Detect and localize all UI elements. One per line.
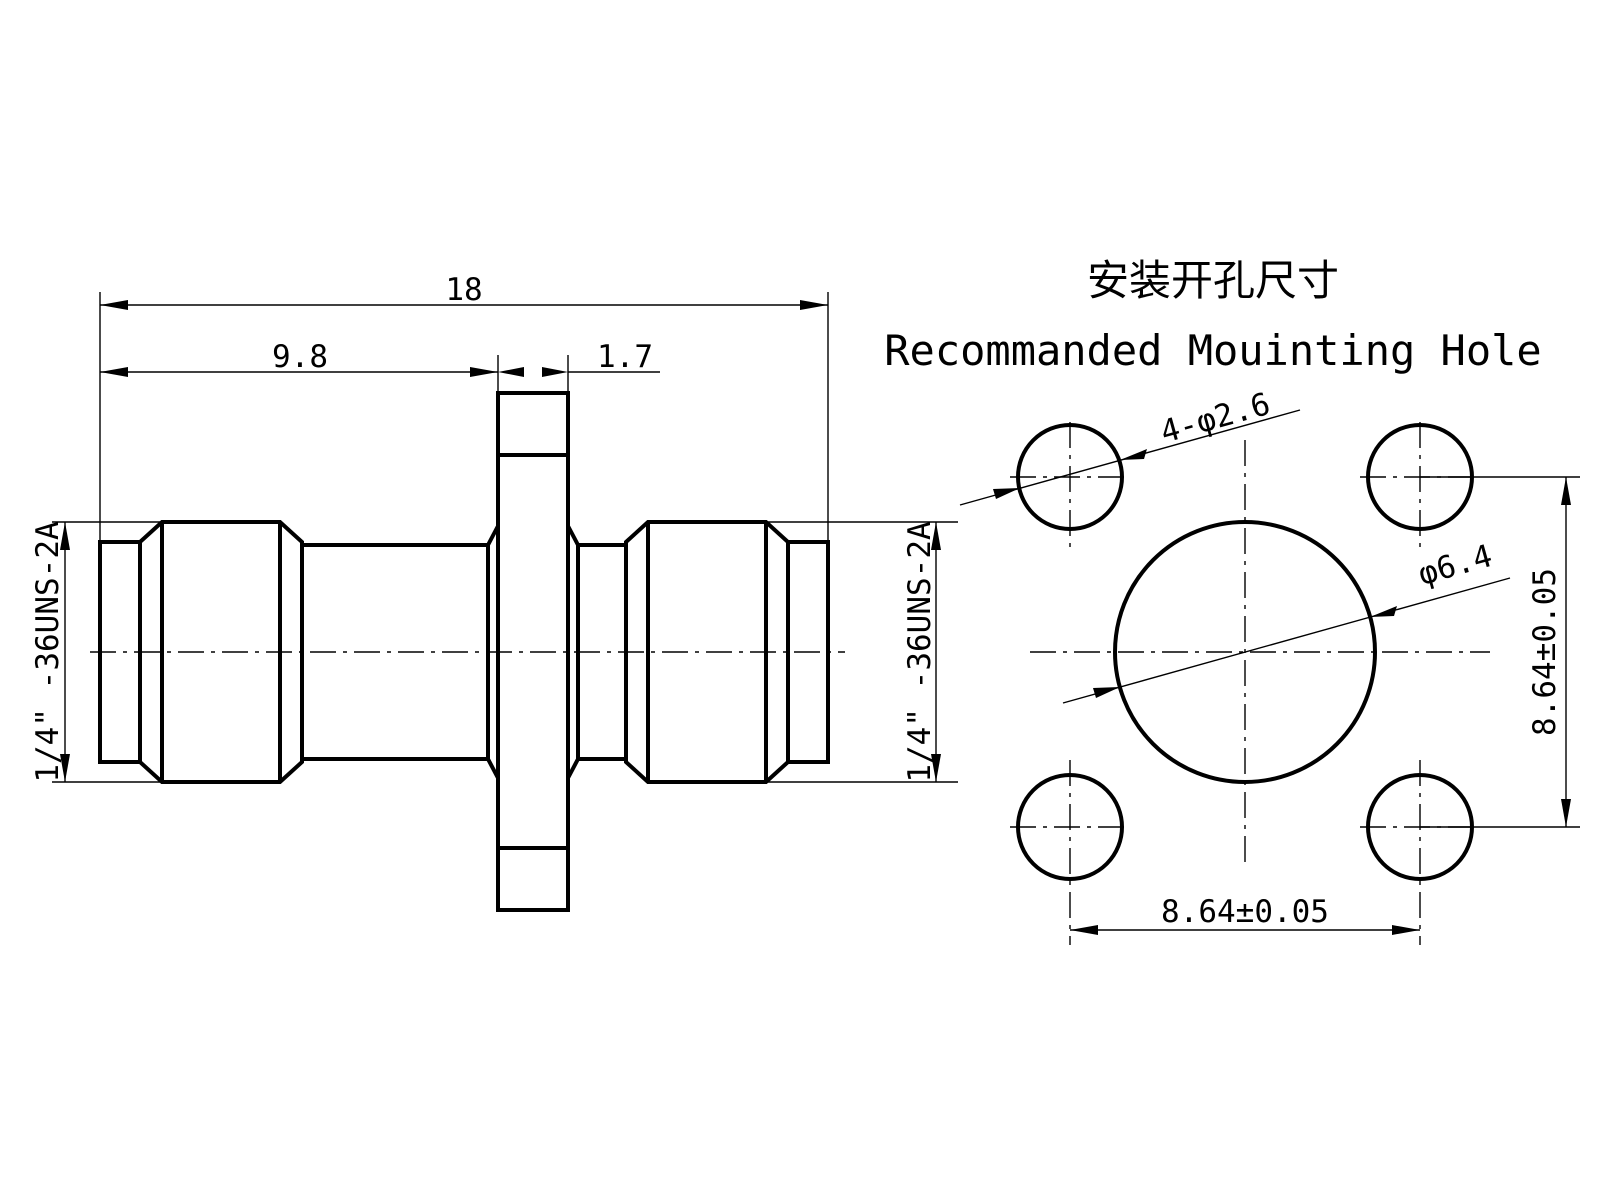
center-hole-label: φ6.4 — [1415, 538, 1497, 593]
dim-small-holes: 4-φ2.6 — [959, 386, 1301, 506]
dim-right-thread: 1/4" -36UNS-2A — [766, 521, 958, 783]
dim-horizontal-spacing: 8.64±0.05 — [1070, 894, 1420, 935]
flange-thickness-label: 1.7 — [597, 339, 653, 375]
small-hole-bottom-left — [1010, 760, 1128, 945]
small-holes-label: 4-φ2.6 — [1157, 386, 1275, 451]
overall-length-label: 18 — [445, 272, 482, 308]
mounting-title-en: Recommanded Mouinting Hole — [884, 326, 1541, 375]
left-thread-label: 1/4" -36UNS-2A — [30, 521, 66, 783]
center-hole — [1113, 520, 1377, 784]
mounting-hole-pattern — [1010, 422, 1490, 945]
small-hole-top-right — [1360, 422, 1480, 550]
right-thread-label: 1/4" -36UNS-2A — [902, 521, 938, 783]
dim-left-body-and-flange: 9.8 1.7 — [100, 339, 660, 393]
dim-overall-length: 18 — [99, 272, 829, 540]
mounting-title-cn: 安装开孔尺寸 — [1087, 256, 1339, 305]
dim-vertical-spacing: 8.64±0.05 — [1420, 476, 1580, 828]
dim-center-hole: φ6.4 — [1062, 538, 1511, 704]
dim-left-thread: 1/4" -36UNS-2A — [30, 521, 162, 783]
left-body-length-label: 9.8 — [272, 339, 328, 375]
vertical-spacing-label: 8.64±0.05 — [1527, 568, 1563, 736]
connector-side-view — [90, 391, 845, 912]
small-hole-bottom-right — [1360, 760, 1480, 945]
horizontal-spacing-label: 8.64±0.05 — [1161, 894, 1329, 930]
small-hole-top-left — [1010, 422, 1128, 550]
left-threaded-body — [138, 520, 304, 784]
